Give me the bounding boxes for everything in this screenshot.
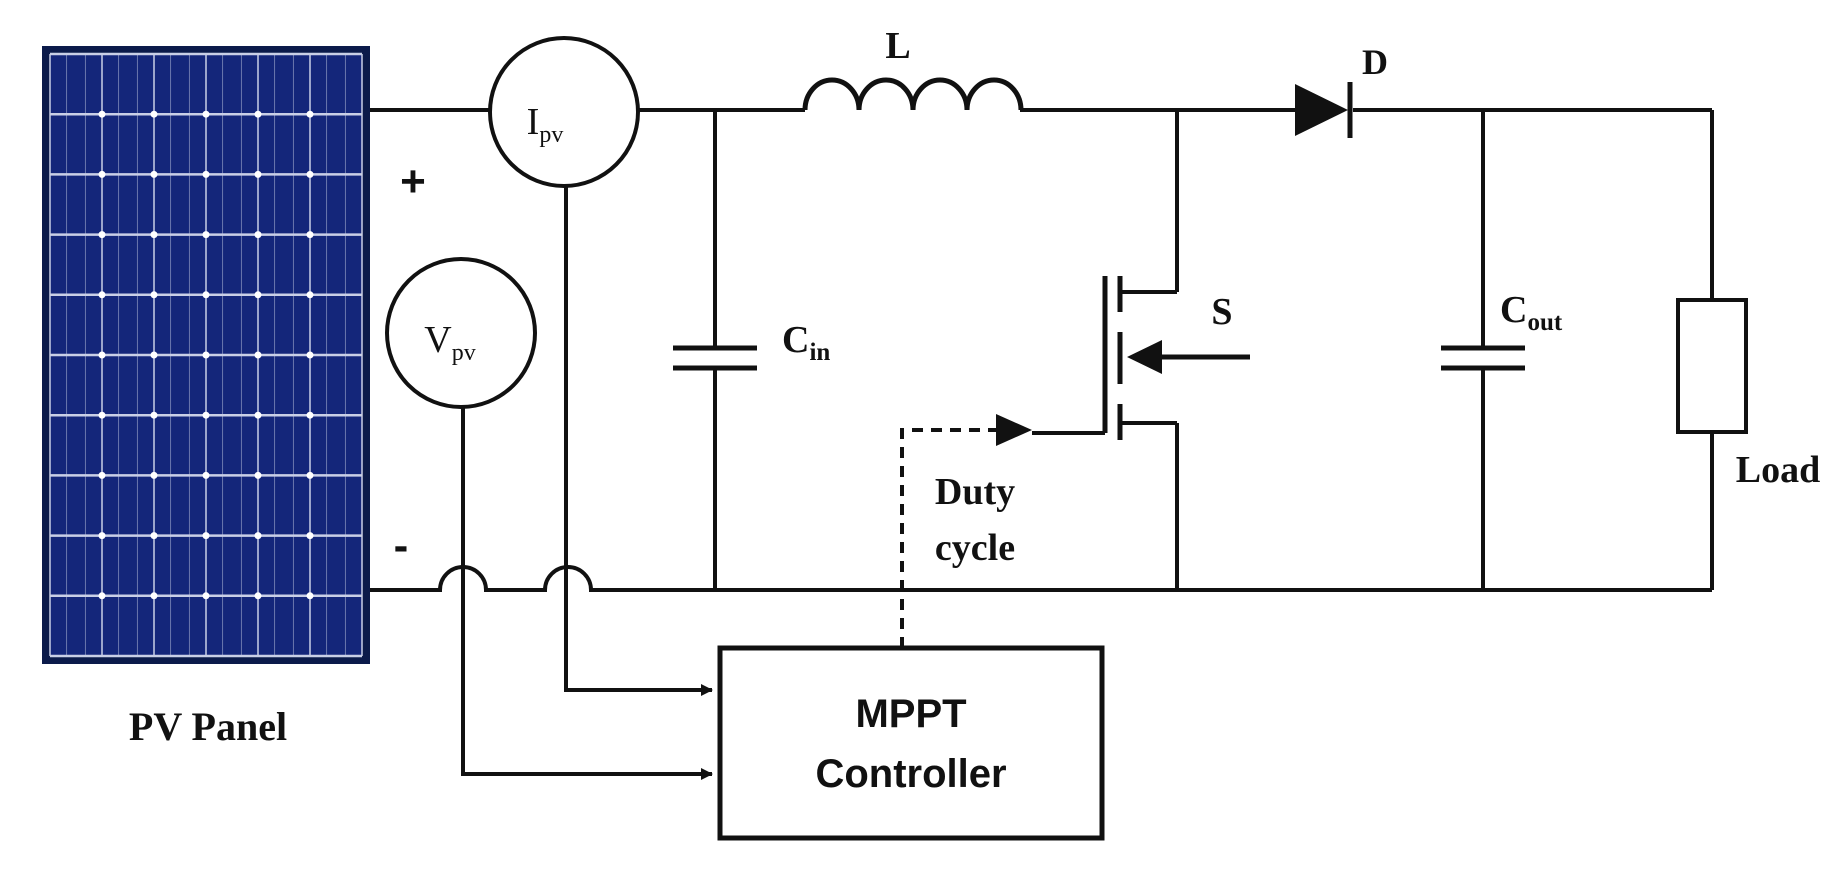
pv-cell-corner-dot — [306, 231, 314, 239]
pv-cell-corner-dot — [150, 411, 158, 419]
load-label: Load — [1736, 449, 1820, 491]
pv-cell-corner-dot — [254, 532, 262, 540]
pv-cell-corner-dot — [202, 351, 210, 359]
pv-cell-corner-dot — [254, 351, 262, 359]
pv-cell-corner-dot — [150, 471, 158, 479]
pv-cell-corner-dot — [150, 291, 158, 299]
pv-cell-corner-dot — [98, 592, 106, 600]
pv-cell-corner-dot — [202, 291, 210, 299]
duty-cycle-signal — [900, 414, 1032, 648]
mosfet-switch — [1102, 276, 1123, 440]
pv-cell-corner-dot — [254, 231, 262, 239]
voltage-sensor: Vpv — [385, 257, 537, 409]
pv-cell-corner-dot — [306, 351, 314, 359]
diode-body — [1295, 84, 1348, 136]
load-resistor: Load — [1676, 298, 1820, 491]
pv-cell-corner-dot — [254, 110, 262, 118]
pv-cell-corner-dot — [98, 170, 106, 178]
pv-cell-corner-dot — [150, 351, 158, 359]
pv-cell-corner-dot — [150, 110, 158, 118]
input-capacitor-label: Cin — [782, 319, 830, 366]
output-capacitor-label: Cout — [1500, 289, 1563, 336]
pv-cell-corner-dot — [98, 231, 106, 239]
pv-panel-label: PV Panel — [129, 704, 287, 749]
diode-label: D — [1362, 42, 1388, 82]
current-sensor: Ipv — [488, 36, 640, 188]
pv-cell-corner-dot — [254, 411, 262, 419]
pv-cell-corner-dot — [98, 110, 106, 118]
pv-cell-corner-dot — [150, 231, 158, 239]
pv-cell-corner-dot — [254, 471, 262, 479]
pv-cell-corner-dot — [306, 592, 314, 600]
pv-panel-grid — [49, 52, 363, 658]
pv-cell-corner-dot — [306, 411, 314, 419]
inductor: L — [802, 25, 1024, 111]
pv-cell-corner-dot — [254, 291, 262, 299]
duty-cycle-label-line1: Duty — [935, 471, 1015, 513]
output-capacitor: Cout — [1441, 289, 1563, 371]
pv-cell-corner-dot — [254, 592, 262, 600]
pv-panel — [42, 46, 370, 664]
mppt-controller-box — [717, 645, 1105, 841]
pv-cell-corner-dot — [98, 351, 106, 359]
pv-cell-corner-dot — [202, 411, 210, 419]
pv-cell-corner-dot — [98, 532, 106, 540]
pv-cell-corner-dot — [202, 592, 210, 600]
pv-cell-corner-dot — [202, 471, 210, 479]
pv-cell-corner-dot — [98, 471, 106, 479]
pv-cell-corner-dot — [150, 170, 158, 178]
inductor-coil — [802, 77, 1024, 111]
pv-cell-corner-dot — [306, 170, 314, 178]
pv-cell-corner-dot — [202, 231, 210, 239]
switch-arrow — [1127, 340, 1250, 374]
pv-cell-corner-dot — [150, 592, 158, 600]
pv-cell-corner-dot — [306, 291, 314, 299]
voltage-sensor-circle — [385, 257, 537, 409]
pv-cell-corner-dot — [254, 170, 262, 178]
sensing-wires — [461, 186, 713, 780]
duty-arrowhead — [996, 414, 1032, 446]
pv-cell-corner-dot — [150, 532, 158, 540]
pv-cell-corner-dot — [98, 411, 106, 419]
pv-cell-corner-dot — [202, 532, 210, 540]
current-sensor-label: Ipv — [527, 101, 564, 148]
mppt-controller-line1: MPPT — [855, 692, 966, 736]
pv-cell-corner-dot — [202, 170, 210, 178]
circuit-wires — [370, 108, 1714, 592]
plus-sign: + — [400, 157, 426, 206]
current-sensor-circle — [488, 36, 640, 188]
mppt-controller: MPPT Controller — [717, 645, 1105, 841]
diode: D — [1295, 42, 1388, 138]
pv-cell-corner-dot — [306, 471, 314, 479]
inductor-label: L — [885, 25, 910, 67]
input-capacitor: Cin — [673, 319, 830, 371]
pv-cell-corner-dot — [98, 291, 106, 299]
load-body — [1676, 298, 1748, 434]
duty-cycle-label-line2: cycle — [935, 527, 1015, 569]
voltage-sensor-label: Vpv — [424, 319, 475, 366]
minus-sign: - — [394, 521, 409, 570]
pv-cell-corner-dot — [306, 532, 314, 540]
switch-label: S — [1211, 291, 1232, 333]
mppt-controller-line2: Controller — [815, 752, 1006, 796]
pv-cell-corner-dot — [202, 110, 210, 118]
pv-cell-corner-dot — [306, 110, 314, 118]
